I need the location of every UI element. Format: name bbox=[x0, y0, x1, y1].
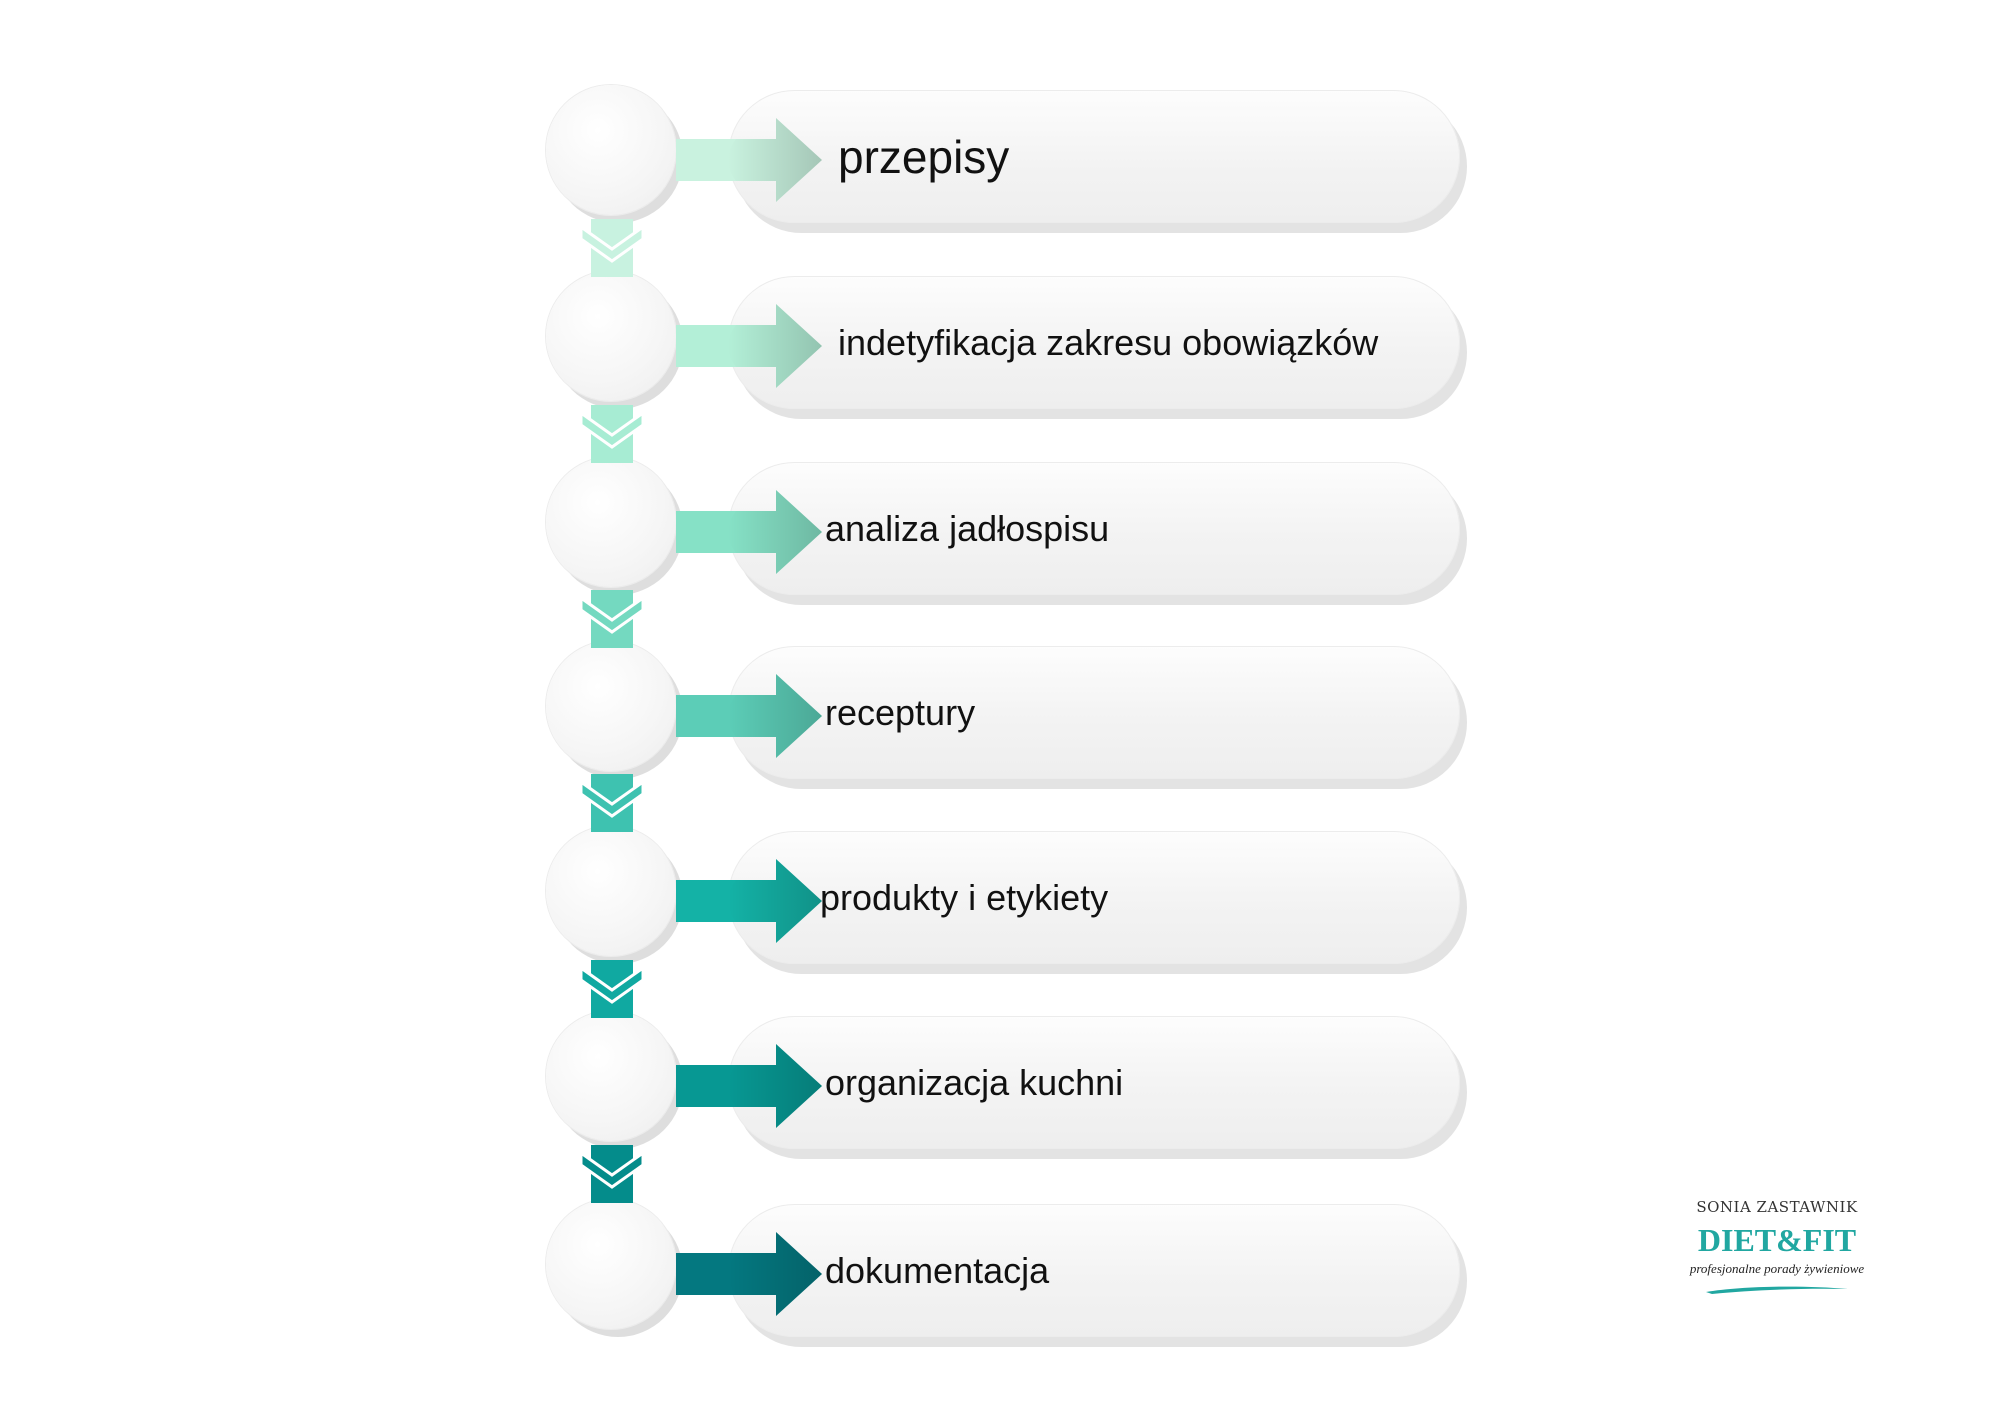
step-circle bbox=[546, 1199, 676, 1329]
right-arrow-icon bbox=[676, 118, 822, 202]
step-pill bbox=[728, 90, 1460, 223]
logo-brush-stroke-icon bbox=[1706, 1286, 1848, 1294]
step-pill bbox=[728, 462, 1460, 595]
logo-tagline: profesjonalne porady żywieniowe bbox=[1689, 1261, 1865, 1276]
right-arrow-icon bbox=[676, 859, 822, 943]
step-pill bbox=[728, 831, 1460, 964]
step-pill bbox=[728, 276, 1460, 409]
down-chevron-2 bbox=[579, 405, 645, 463]
step-circle bbox=[546, 1011, 676, 1141]
step-circle bbox=[546, 271, 676, 401]
right-arrow-icon bbox=[676, 304, 822, 388]
down-chevron-5 bbox=[579, 960, 645, 1018]
chevron-down-icon bbox=[579, 405, 645, 463]
down-chevron-6 bbox=[579, 1145, 645, 1203]
down-chevron-1 bbox=[579, 219, 645, 277]
step-circle bbox=[546, 641, 676, 771]
down-chevron-4 bbox=[579, 774, 645, 832]
logo-brand-name: DIET&FIT bbox=[1697, 1222, 1857, 1258]
down-chevron-3 bbox=[579, 590, 645, 648]
step-circle bbox=[546, 826, 676, 956]
logo-author-name: SONIA ZASTAWNIK bbox=[1696, 1198, 1858, 1216]
step-3: analiza jadłospisu bbox=[0, 456, 2000, 606]
step-7: dokumentacja bbox=[0, 1198, 2000, 1348]
step-label: analiza jadłospisu bbox=[825, 508, 1110, 549]
step-pill bbox=[728, 1016, 1460, 1149]
chevron-down-icon bbox=[579, 1145, 645, 1203]
step-label: organizacja kuchni bbox=[825, 1062, 1124, 1103]
step-label: indetyfikacja zakresu obowiązków bbox=[838, 322, 1379, 363]
step-5: produkty i etykiety bbox=[0, 825, 2000, 975]
step-circle bbox=[546, 457, 676, 587]
step-label: dokumentacja bbox=[825, 1250, 1050, 1291]
step-label: przepisy bbox=[838, 131, 1010, 183]
step-2: indetyfikacja zakresu obowiązków bbox=[0, 270, 2000, 420]
step-4: receptury bbox=[0, 640, 2000, 790]
step-6: organizacja kuchni bbox=[0, 1010, 2000, 1160]
right-arrow-icon bbox=[676, 1044, 822, 1128]
chevron-down-icon bbox=[579, 960, 645, 1018]
step-pill bbox=[728, 1204, 1460, 1337]
chevron-down-icon bbox=[579, 774, 645, 832]
chevron-down-icon bbox=[579, 590, 645, 648]
right-arrow-icon bbox=[676, 1232, 822, 1316]
step-1: przepisy bbox=[0, 84, 2000, 234]
step-pill bbox=[728, 646, 1460, 779]
right-arrow-icon bbox=[676, 674, 822, 758]
diet-fit-logo: SONIA ZASTAWNIK DIET&FIT profesjonalne p… bbox=[1672, 1196, 1882, 1316]
step-label: produkty i etykiety bbox=[820, 877, 1109, 918]
right-arrow-icon bbox=[676, 490, 822, 574]
chevron-down-icon bbox=[579, 219, 645, 277]
step-label: receptury bbox=[825, 692, 976, 733]
step-circle bbox=[546, 85, 676, 215]
